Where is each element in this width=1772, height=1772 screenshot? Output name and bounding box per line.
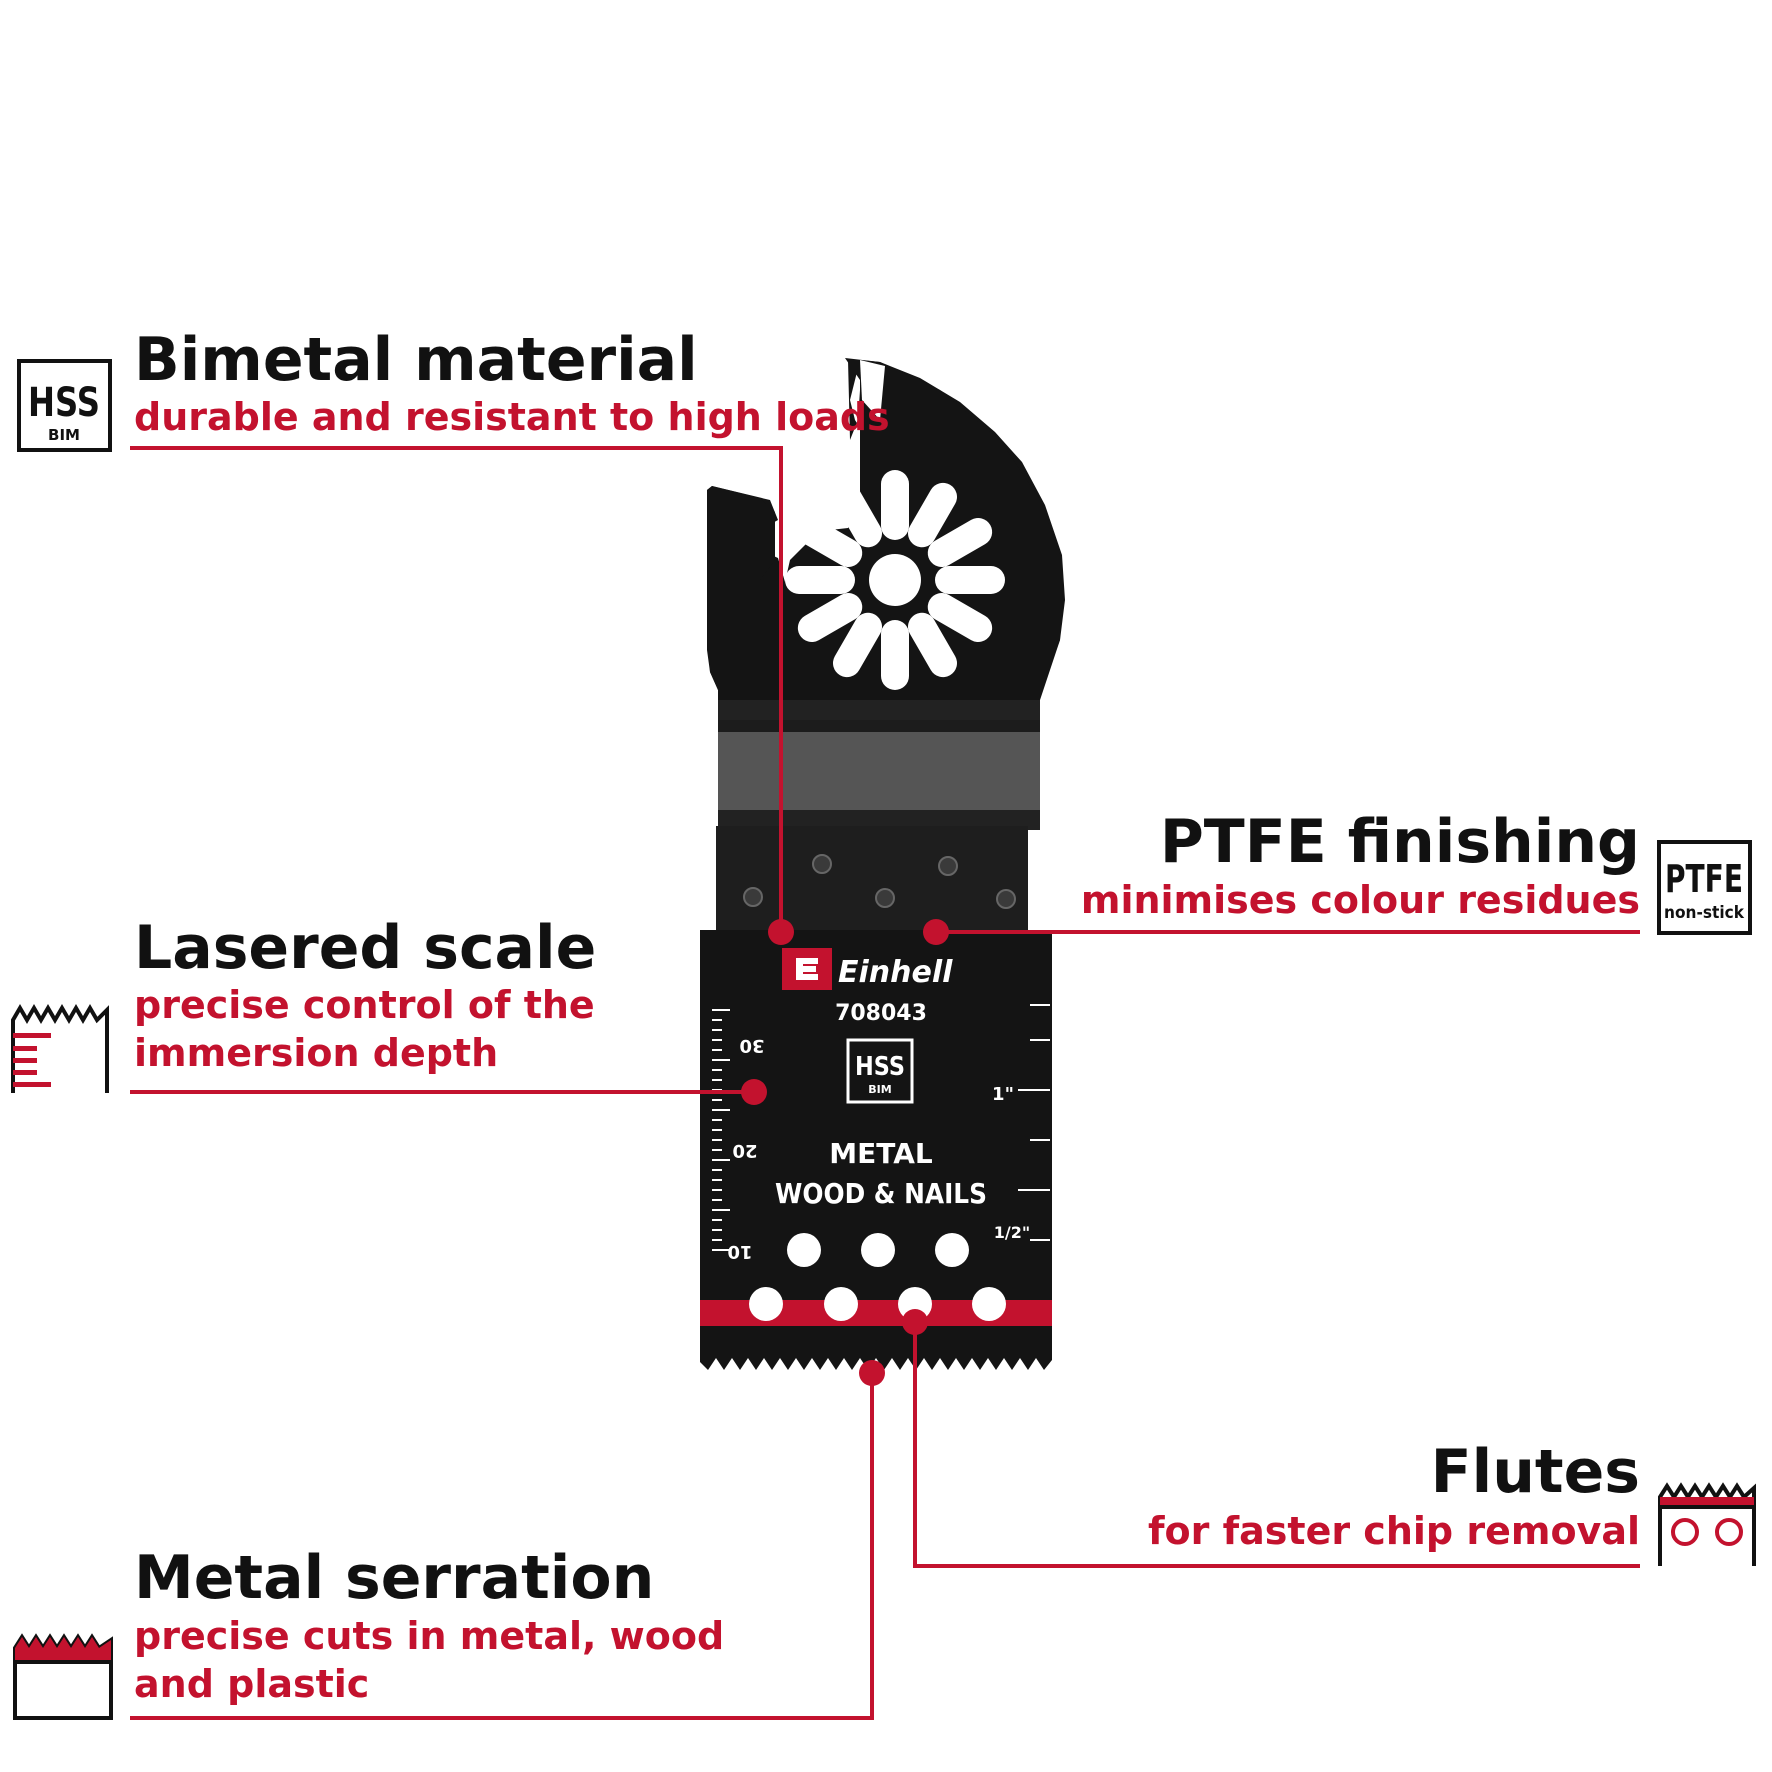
flute-hole xyxy=(972,1287,1006,1321)
metric-mark-30: 30 xyxy=(739,1035,764,1056)
metric-mark-20: 20 xyxy=(732,1140,757,1161)
bimetal-callout-dot xyxy=(768,919,794,945)
serration-callout-line xyxy=(130,1373,874,1720)
hss-bim-icon: HSS BIM xyxy=(17,359,112,452)
blade-hss-badge: HSS BIM xyxy=(846,1038,914,1104)
flute-hole xyxy=(749,1287,783,1321)
material-line-2: WOOD & NAILS xyxy=(775,1177,987,1210)
flute-hole xyxy=(861,1233,895,1267)
bimetal-subtitle: durable and resistant to high loads xyxy=(134,395,890,439)
flutes-icon xyxy=(1658,1482,1756,1566)
scale-icon xyxy=(11,1004,109,1093)
flutes-title: Flutes xyxy=(1430,1437,1640,1507)
material-line-1: METAL xyxy=(829,1137,933,1170)
serration-subtitle-line-1: precise cuts in metal, wood xyxy=(134,1614,725,1658)
flutes-subtitle: for faster chip removal xyxy=(1148,1509,1640,1553)
serration-subtitle-line-2: and plastic xyxy=(134,1662,370,1706)
svg-text:PTFE: PTFE xyxy=(1665,857,1743,901)
svg-text:BIM: BIM xyxy=(868,1083,891,1096)
serration-title: Metal serration xyxy=(134,1543,655,1613)
serration-callout-dot xyxy=(859,1360,885,1386)
flute-hole xyxy=(935,1233,969,1267)
ptfe-title: PTFE finishing xyxy=(1159,807,1640,877)
ptfe-callout-dot xyxy=(923,919,949,945)
callout-lines xyxy=(130,446,1640,1720)
inch-mark-1: 1" xyxy=(992,1084,1014,1105)
inch-mark-half: 1/2" xyxy=(994,1223,1030,1242)
flute-hole xyxy=(787,1233,821,1267)
scale-subtitle-line-1: precise control of the xyxy=(134,983,595,1027)
inch-scale xyxy=(1018,1004,1050,1241)
scale-callout-dot xyxy=(741,1079,767,1105)
metric-mark-10: 10 xyxy=(727,1241,752,1262)
svg-text:BIM: BIM xyxy=(48,426,80,444)
serration-icon xyxy=(13,1633,113,1720)
flutes-callout-line xyxy=(913,1322,1640,1568)
article-number: 708043 xyxy=(835,1001,927,1026)
scale-title: Lasered scale xyxy=(134,913,597,983)
einhell-logo: Einhell xyxy=(782,948,953,990)
svg-text:HSS: HSS xyxy=(855,1052,905,1082)
flutes-callout-dot xyxy=(902,1309,928,1335)
blade-teeth xyxy=(700,1354,1052,1370)
brand-name: Einhell xyxy=(838,955,953,990)
flute-hole xyxy=(824,1287,858,1321)
rivet-plate xyxy=(716,826,1028,932)
bimetal-callout-line xyxy=(130,446,783,932)
svg-text:HSS: HSS xyxy=(28,380,100,426)
saw-blade: 30 20 10 1" 1/2" Einhell 708043 HSS BIM … xyxy=(700,358,1065,1370)
ptfe-subtitle: minimises colour residues xyxy=(1080,878,1640,922)
svg-text:non-stick: non-stick xyxy=(1664,903,1745,923)
scale-subtitle-line-2: immersion depth xyxy=(134,1031,499,1075)
bimetal-title: Bimetal material xyxy=(134,325,698,395)
ptfe-non-stick-icon: PTFE non-stick xyxy=(1657,840,1752,935)
